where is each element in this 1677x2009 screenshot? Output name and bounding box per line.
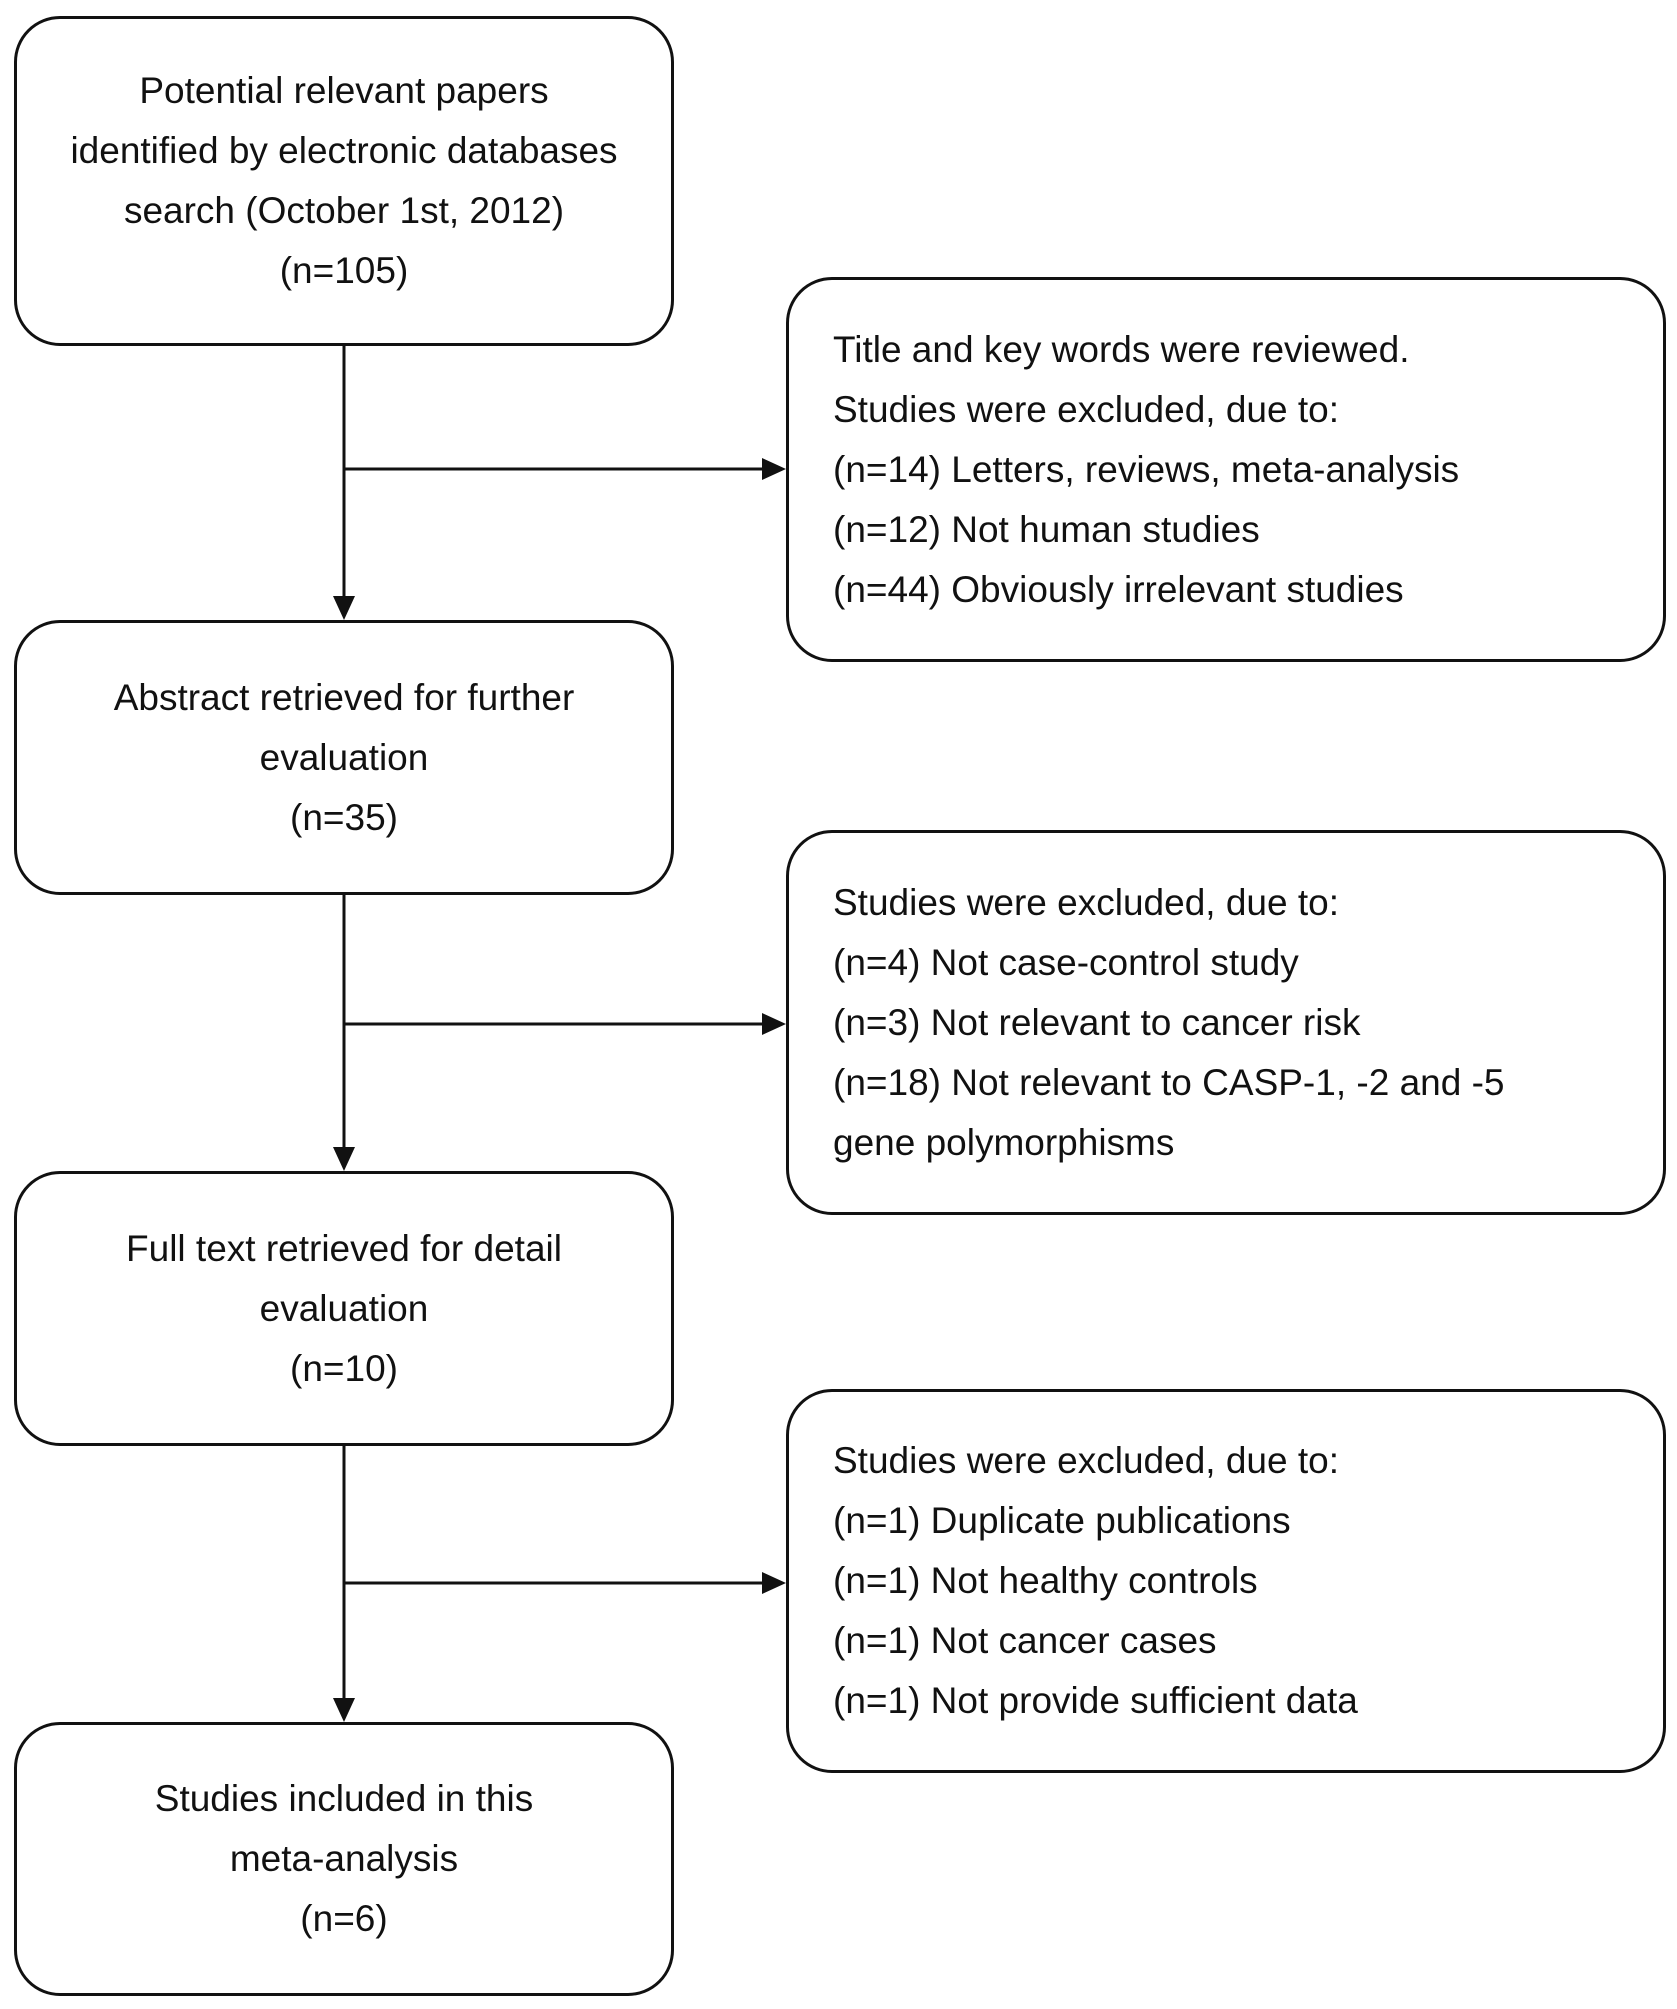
exclusion-box-first: Title and key words were reviewed. Studi… bbox=[786, 277, 1666, 662]
down-arrow-2-head bbox=[333, 1147, 355, 1171]
identified-count: (n=105) bbox=[279, 250, 409, 291]
abstract-line-1: Abstract retrieved for further bbox=[113, 676, 575, 718]
identified-line-3: search (October 1st, 2012) bbox=[123, 190, 565, 231]
identified-line-2: identified by electronic databases bbox=[70, 130, 618, 171]
exclusion-first-line-1: Title and key words were reviewed. bbox=[833, 328, 1410, 370]
included-line-2: meta-analysis bbox=[229, 1838, 459, 1879]
fulltext-line-1: Full text retrieved for detail bbox=[126, 1227, 562, 1269]
exclusion-first-line-3: (n=14) Letters, reviews, meta-analysis bbox=[833, 448, 1460, 490]
exclusion-second-line-5: gene polymorphisms bbox=[833, 1121, 1175, 1163]
fulltext-line-2: evaluation bbox=[259, 1287, 429, 1329]
included-line-1: Studies included in this bbox=[154, 1778, 534, 1819]
identified-line-1: Potential relevant papers bbox=[139, 70, 549, 111]
identified-papers-box: Potential relevant papers identified by … bbox=[14, 16, 674, 346]
exclusion-second-line-3: (n=3) Not relevant to cancer risk bbox=[833, 1001, 1361, 1043]
exclusion-box-second: Studies were excluded, due to: (n=4) Not… bbox=[786, 830, 1666, 1215]
exclusion-third-line-4: (n=1) Not cancer cases bbox=[833, 1620, 1217, 1661]
exclusion-third-line-3: (n=1) Not healthy controls bbox=[833, 1560, 1258, 1601]
identified-papers-text: Potential relevant papers identified by … bbox=[70, 61, 617, 301]
studies-included-text: Studies included in this meta-analysis (… bbox=[155, 1769, 533, 1949]
studies-included-box: Studies included in this meta-analysis (… bbox=[14, 1722, 674, 1996]
side-arrow-2-head bbox=[762, 1013, 786, 1035]
exclusion-third-line-5: (n=1) Not provide sufficient data bbox=[833, 1680, 1358, 1721]
down-arrow-3-head bbox=[333, 1698, 355, 1722]
exclusion-second-line-2: (n=4) Not case-control study bbox=[833, 941, 1299, 983]
exclusion-box-third: Studies were excluded, due to: (n=1) Dup… bbox=[786, 1389, 1666, 1773]
abstract-line-2: evaluation bbox=[259, 736, 429, 778]
fulltext-count: (n=10) bbox=[290, 1347, 398, 1389]
exclusion-first-line-4: (n=12) Not human studies bbox=[833, 508, 1260, 550]
exclusion-first-text: Title and key words were reviewed. Studi… bbox=[789, 320, 1489, 620]
side-arrow-3-head bbox=[762, 1572, 786, 1594]
exclusion-second-line-1: Studies were excluded, due to: bbox=[833, 881, 1339, 923]
exclusion-first-line-5: (n=44) Obviously irrelevant studies bbox=[833, 568, 1404, 610]
included-count: (n=6) bbox=[300, 1898, 388, 1939]
exclusion-first-line-2: Studies were excluded, due to: bbox=[833, 388, 1339, 430]
exclusion-third-line-1: Studies were excluded, due to: bbox=[833, 1440, 1339, 1481]
exclusion-third-line-2: (n=1) Duplicate publications bbox=[833, 1500, 1291, 1541]
abstract-count: (n=35) bbox=[290, 796, 398, 838]
side-arrow-1-head bbox=[762, 458, 786, 480]
fulltext-retrieved-box: Full text retrieved for detail evaluatio… bbox=[14, 1171, 674, 1446]
exclusion-second-text: Studies were excluded, due to: (n=4) Not… bbox=[789, 873, 1534, 1173]
exclusion-second-line-4: (n=18) Not relevant to CASP-1, -2 and -5 bbox=[833, 1061, 1505, 1103]
abstract-retrieved-box: Abstract retrieved for further evaluatio… bbox=[14, 620, 674, 895]
fulltext-retrieved-text: Full text retrieved for detail evaluatio… bbox=[126, 1219, 562, 1399]
down-arrow-1-head bbox=[333, 596, 355, 620]
exclusion-third-text: Studies were excluded, due to: (n=1) Dup… bbox=[789, 1431, 1388, 1731]
abstract-retrieved-text: Abstract retrieved for further evaluatio… bbox=[114, 668, 575, 848]
